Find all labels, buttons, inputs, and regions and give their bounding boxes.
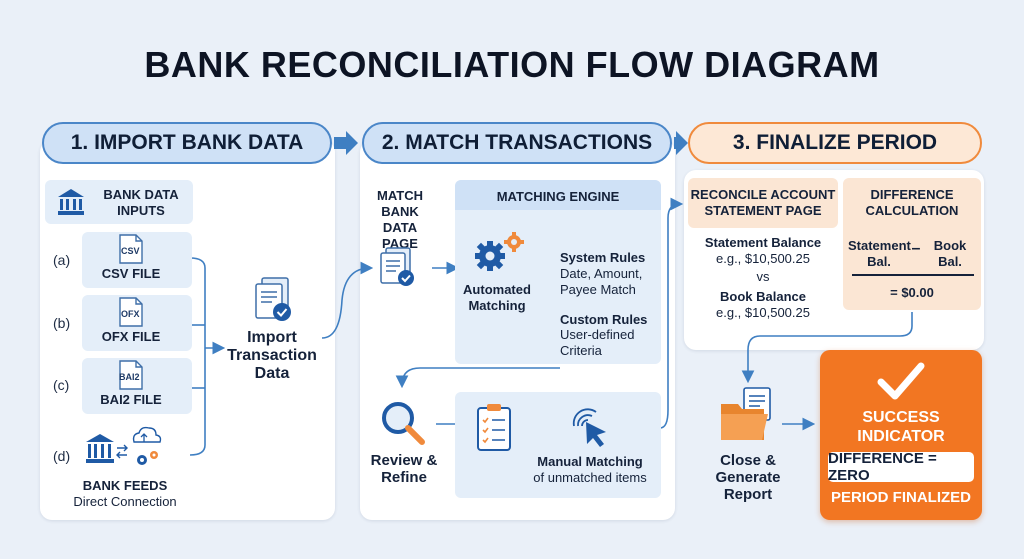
matching-engine-box <box>455 180 661 364</box>
reconcile-title: RECONCILE ACCOUNT STATEMENT PAGE <box>690 187 836 218</box>
step-1-pill: 1. IMPORT BANK DATA <box>42 122 332 164</box>
magnifier-icon <box>382 402 425 445</box>
bank-data-inputs-label: BANK DATA INPUTS <box>103 187 179 218</box>
period-finalized-label: PERIOD FINALIZED <box>830 489 971 506</box>
success-indicator-card <box>820 350 982 520</box>
bank-feeds-label: BANK FEEDS <box>82 478 168 493</box>
ofx-file-icon <box>119 297 143 327</box>
bai2-file-letter: (c) <box>53 377 70 393</box>
success-title: SUCCESS INDICATOR <box>857 409 945 445</box>
difference-operator: – <box>911 240 921 257</box>
difference-result: = $0.00 <box>890 285 934 300</box>
cursor-click-icon <box>572 408 606 447</box>
step-arrow-1 <box>334 131 358 155</box>
step-1-label: 1. IMPORT BANK DATA <box>70 131 304 154</box>
matching-engine-title: MATCHING ENGINE <box>496 189 620 204</box>
ofx-file-tag: OFX <box>121 309 140 319</box>
vs-label: vs <box>756 269 770 284</box>
difference-box <box>843 178 981 310</box>
ofx-file-letter: (b) <box>53 315 71 331</box>
manual-matching-desc: of unmatched items <box>533 470 647 485</box>
bank-data-inputs-header <box>45 180 193 224</box>
bank-feeds-sub: Direct Connection <box>73 494 177 509</box>
csv-file-icon <box>119 234 143 264</box>
step-arrow-2 <box>674 131 688 155</box>
diagram-title: BANK RECONCILIATION FLOW DIAGRAM <box>144 44 880 85</box>
step-2-pill: 2. MATCH TRANSACTIONS <box>362 122 672 164</box>
match-page-label: MATCH BANK DATA PAGE <box>377 188 423 251</box>
custom-rules-desc: User-defined Criteria <box>560 327 635 358</box>
statement-balance-label: Statement Balance <box>704 235 822 250</box>
automated-matching-label: Automated Matching <box>463 282 531 313</box>
bai2-file-tag: BAI2 <box>119 372 140 382</box>
csv-file-tag: CSV <box>121 246 140 256</box>
reconcile-header-box <box>688 178 838 228</box>
book-balance-value: e.g., $10,500.25 <box>716 305 810 320</box>
custom-rules-title: Custom Rules <box>560 312 648 327</box>
statement-balance-value: e.g., $10,500.25 <box>716 251 810 266</box>
import-document-icon <box>255 277 291 321</box>
csv-file-letter: (a) <box>53 252 71 268</box>
import-transaction-label: Import Transaction Data <box>227 329 317 382</box>
matching-engine-header-bg <box>455 180 661 210</box>
difference-left: Statement Bal. <box>848 238 911 269</box>
difference-zero-box: DIFFERENCE = ZERO <box>828 450 974 484</box>
close-generate-label: Close & Generate Report <box>715 452 781 503</box>
match-page-icon <box>380 247 414 286</box>
system-rules-title: System Rules <box>560 250 646 265</box>
bai2-file-label: BAI2 FILE <box>100 392 162 407</box>
step-3-pill: 3. FINALIZE PERIOD <box>688 122 982 164</box>
csv-file-label: CSV FILE <box>101 266 161 281</box>
review-refine-label: Review & Refine <box>370 452 438 486</box>
bai2-file-icon <box>119 360 143 390</box>
system-rules-desc: Date, Amount, Payee Match <box>560 266 643 297</box>
step-2-label: 2. MATCH TRANSACTIONS <box>381 131 653 154</box>
bank-building-icon <box>58 189 84 215</box>
manual-matching-title: Manual Matching <box>537 454 643 469</box>
checklist-icon <box>477 404 511 451</box>
book-balance-label: Book Balance <box>720 289 806 304</box>
step-3-label: 3. FINALIZE PERIOD <box>732 131 938 154</box>
folder-report-icon <box>721 387 771 440</box>
difference-title: DIFFERENCE CALCULATION <box>865 187 959 218</box>
checkmark-icon <box>877 362 925 400</box>
ofx-file-label: OFX FILE <box>101 329 161 344</box>
difference-right: Book Bal. <box>933 238 967 269</box>
bank-feeds-icon <box>86 426 162 465</box>
bank-feeds-letter: (d) <box>53 448 71 464</box>
difference-divider <box>852 274 974 276</box>
gears-icon <box>475 232 524 271</box>
